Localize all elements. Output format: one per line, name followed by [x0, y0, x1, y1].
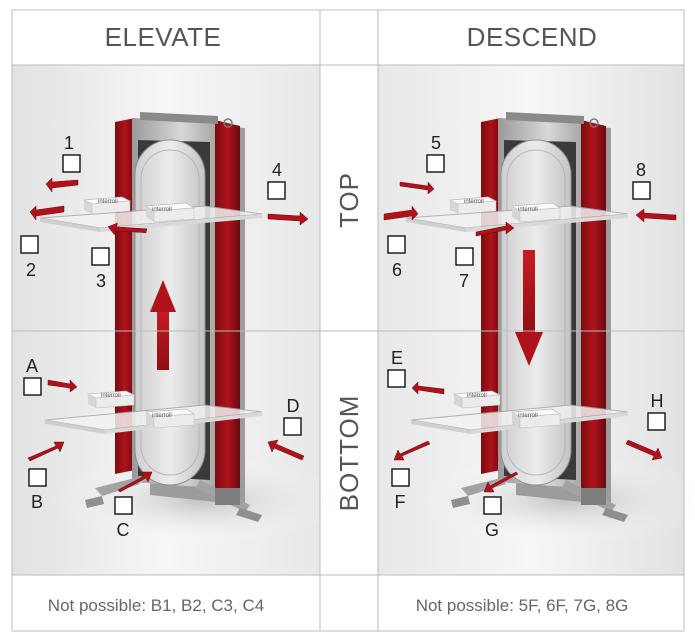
footer-descend: Not possible: 5F, 6F, 7G, 8G — [416, 596, 629, 615]
checkbox-7[interactable] — [455, 247, 474, 266]
arrow-A — [47, 379, 78, 393]
brand-mark: interroll — [467, 393, 487, 399]
label-C: C — [117, 520, 130, 540]
checkbox-4[interactable] — [267, 181, 286, 200]
label-4: 4 — [272, 160, 282, 180]
label-6: 6 — [392, 260, 402, 280]
header-elevate: ELEVATE — [105, 22, 222, 52]
brand-mark: interroll — [518, 207, 538, 213]
arrow-E — [411, 381, 445, 395]
checkbox-A[interactable] — [23, 377, 42, 396]
row-label-bottom: BOTTOM — [334, 395, 364, 512]
checkbox-8[interactable] — [632, 181, 651, 200]
label-E: E — [391, 348, 403, 368]
checkboxes[interactable] — [20, 154, 666, 515]
checkbox-C[interactable] — [114, 496, 133, 515]
label-5: 5 — [431, 133, 441, 153]
label-7: 7 — [459, 271, 469, 291]
brand-mark: interroll — [464, 199, 484, 205]
brand-mark: interroll — [152, 207, 172, 213]
label-8: 8 — [636, 160, 646, 180]
footer-elevate: Not possible: B1, B2, C3, C4 — [48, 596, 264, 615]
checkbox-F[interactable] — [391, 468, 410, 487]
arrow-G — [483, 471, 519, 493]
brand-mark: interroll — [98, 199, 118, 205]
arrow-2 — [29, 205, 65, 221]
label-H: H — [651, 391, 664, 411]
checkbox-2[interactable] — [20, 235, 39, 254]
checkbox-E[interactable] — [387, 369, 406, 388]
arrow-3 — [107, 222, 148, 236]
brand-mark: interroll — [518, 413, 538, 419]
brand-mark: interroll — [152, 413, 172, 419]
arrow-D — [267, 439, 305, 461]
arrow-B — [27, 441, 65, 462]
label-A: A — [26, 356, 38, 376]
arrow-6 — [383, 205, 419, 221]
label-D: D — [287, 396, 300, 416]
checkbox-3[interactable] — [91, 247, 110, 266]
arrow-7 — [475, 221, 515, 237]
arrow-H — [625, 439, 663, 461]
arrow-5 — [399, 181, 435, 195]
arrow-C — [117, 471, 153, 493]
label-2: 2 — [26, 260, 36, 280]
checkbox-H[interactable] — [647, 412, 666, 431]
label-G: G — [485, 520, 499, 540]
arrow-1 — [45, 177, 79, 193]
label-F: F — [395, 492, 406, 512]
checkbox-1[interactable] — [62, 154, 81, 173]
arrow-8 — [635, 208, 677, 223]
checkbox-5[interactable] — [426, 154, 445, 173]
brand-mark: interroll — [101, 393, 121, 399]
row-label-top: TOP — [334, 172, 364, 228]
checkbox-B[interactable] — [28, 468, 47, 487]
label-B: B — [31, 492, 43, 512]
checkbox-D[interactable] — [283, 417, 302, 436]
label-1: 1 — [64, 133, 74, 153]
arrow-F — [393, 440, 431, 461]
grid-lines — [11, 9, 685, 632]
checkbox-6[interactable] — [387, 235, 406, 254]
elevate-up-arrow — [150, 280, 176, 370]
label-3: 3 — [96, 271, 106, 291]
arrow-4 — [267, 211, 309, 226]
header-descend: DESCEND — [467, 22, 598, 52]
checkbox-G[interactable] — [483, 496, 502, 515]
descend-down-arrow — [515, 250, 543, 366]
